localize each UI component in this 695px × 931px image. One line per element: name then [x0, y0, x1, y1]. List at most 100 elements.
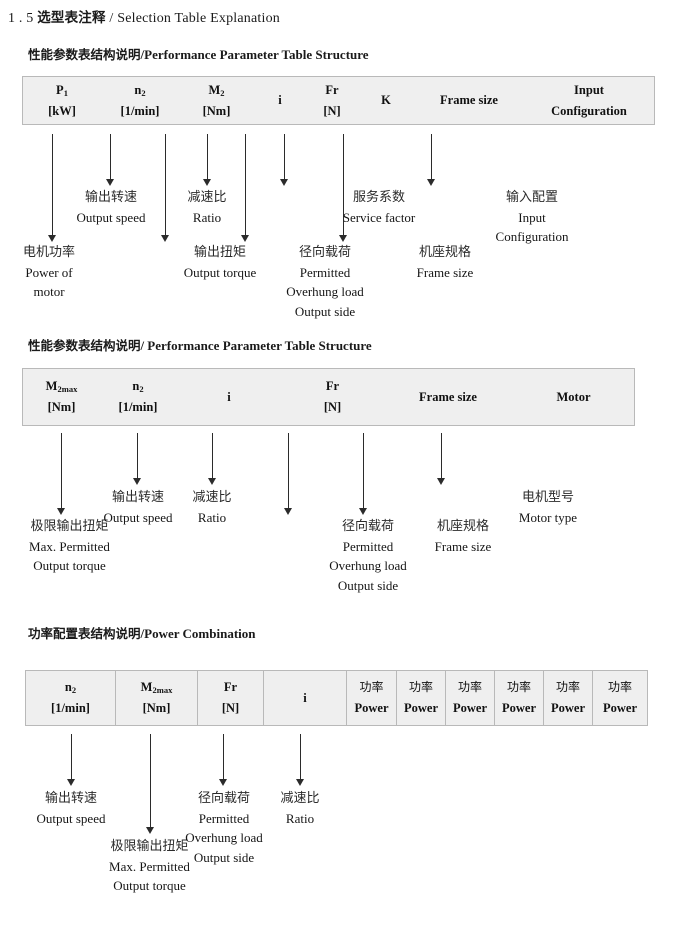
header-cell-power-4: 功率 Power: [494, 671, 543, 725]
header-cell-power-4-en: Power: [501, 700, 536, 715]
power-combination-table: n2 [1/min] M2max [Nm] Fr [N] i 功率 Power …: [25, 670, 648, 726]
callout-ratio-2-cn: 减速比: [192, 490, 232, 505]
callout-ratio-en-1: Ratio: [192, 209, 222, 225]
callout-overhung-load-2-en-3: Output side: [337, 577, 399, 593]
header-cell-m2max-t3-unit: [Nm]: [142, 701, 171, 715]
header-cell-n2-t3-subscript: 2: [71, 685, 77, 696]
callout-ratio-3-cn: 减速比: [280, 791, 320, 806]
header-cell-power-1: 功率 Power: [346, 671, 396, 725]
callout-max-permitted-cn: 极限输出扭矩: [30, 519, 109, 534]
callout-frame-size-en-1: Frame size: [416, 264, 474, 280]
arrow-to-max-permitted-output-torque: [56, 433, 67, 515]
header-cell-m2max-unit: [Nm]: [47, 400, 76, 414]
callout-power-of-motor-en-2: motor: [33, 284, 65, 299]
header-cell-i-t2-symbol: i: [227, 389, 231, 404]
callout-output-speed-2: 输出转速 Output speed: [79, 488, 197, 527]
arrow-to-ratio: [202, 134, 213, 186]
callout-output-speed-2-en-1: Output speed: [103, 509, 173, 525]
arrow-to-overhung-load-3: [218, 734, 229, 786]
callout-output-torque-en-1: Output torque: [183, 264, 257, 280]
header-cell-power-2-en: Power: [403, 700, 438, 715]
header-cell-motor-t2: Motor: [513, 369, 634, 425]
section-2-heading-cn: 性能参数表结构说明: [28, 338, 141, 353]
callout-input-configuration-en-2: Configuration: [495, 229, 569, 244]
callout-power-of-motor: 电机功率 Power of motor: [7, 243, 91, 302]
section-3-heading: 功率配置表结构说明/Power Combination: [28, 623, 256, 642]
arrow-to-power-of-motor: [47, 134, 58, 242]
arrow-to-overhung-load-2: [283, 433, 294, 515]
callout-ratio-2-en-1: Ratio: [197, 509, 227, 525]
header-cell-n2-t2-symbol: n: [132, 379, 140, 394]
callout-output-speed: 输出转速 Output speed: [52, 188, 170, 227]
header-cell-frame-size: Frame size: [414, 77, 524, 124]
header-cell-n2-t3-symbol: n: [64, 680, 72, 695]
callout-max-permitted-en-2: Output torque: [33, 558, 106, 573]
header-cell-power-5: 功率 Power: [543, 671, 592, 725]
arrow-to-motor-type: [436, 433, 447, 485]
header-cell-m2max: M2max [Nm]: [23, 369, 100, 425]
header-cell-i-t3: i: [263, 671, 346, 725]
callout-overhung-load-2-cn: 径向载荷: [341, 519, 394, 534]
callout-service-factor: 服务系数 Service factor: [325, 188, 433, 227]
header-cell-fr-t2-unit: [N]: [323, 400, 342, 414]
header-cell-fr-t3-unit: [N]: [221, 701, 240, 715]
header-cell-n2-t2-subscript: 2: [139, 384, 144, 395]
header-cell-m2max-symbol: M: [45, 379, 58, 394]
callout-motor-type-en-1: Motor type: [518, 509, 578, 525]
header-cell-input-configuration: Input Configuration: [524, 77, 654, 124]
section-2-heading-en: Performance Parameter Table Structure: [147, 338, 372, 353]
header-cell-power-5-cn: 功率: [555, 679, 580, 694]
header-cell-m2max-t3: M2max [Nm]: [115, 671, 197, 725]
header-cell-i-symbol: i: [278, 93, 282, 108]
callout-overhung-load-3: 径向载荷 Permitted Overhung load Output side: [167, 789, 281, 867]
header-cell-power-1-en: Power: [354, 700, 389, 715]
header-cell-p1-subscript: 1: [63, 87, 68, 98]
header-cell-power-3-en: Power: [452, 700, 487, 715]
callout-overhung-load-2-en-2: Overhung load: [329, 558, 407, 573]
header-cell-frame-size-t2-label: Frame size: [419, 389, 477, 404]
header-cell-i-t2: i: [176, 369, 282, 425]
section-title-separator: /: [109, 11, 114, 26]
header-cell-i-t3-symbol: i: [303, 690, 307, 705]
callout-power-of-motor-cn: 电机功率: [22, 245, 75, 260]
callout-service-factor-en-1: Service factor: [342, 209, 416, 225]
header-cell-motor-t2-label: Motor: [556, 389, 591, 404]
header-cell-power-3: 功率 Power: [445, 671, 494, 725]
section-title-cn: 选型表注释: [37, 10, 106, 26]
callout-ratio-2: 减速比 Ratio: [173, 488, 251, 527]
callout-overhung-load-3-en-1: Permitted: [198, 810, 250, 826]
header-cell-m2-unit: [Nm]: [202, 103, 231, 118]
callout-overhung-load-3-en-3: Output side: [193, 849, 255, 865]
page-title: 1 . 5 选型表注释 / Selection Table Explanatio…: [8, 6, 280, 27]
header-cell-power-6-en: Power: [602, 700, 637, 715]
header-cell-fr-symbol: Fr: [325, 82, 339, 97]
callout-output-torque: 输出扭矩 Output torque: [161, 243, 279, 282]
section-1-heading-sep: /: [140, 47, 145, 62]
callout-ratio-3: 减速比 Ratio: [261, 789, 339, 828]
arrow-to-output-torque: [160, 134, 171, 242]
callout-overhung-load-cn: 径向载荷: [298, 245, 351, 260]
section-2-heading-sep: /: [140, 338, 145, 353]
arrow-to-service-factor: [279, 134, 290, 186]
callout-max-permitted-3-cn: 极限输出扭矩: [110, 839, 189, 854]
header-cell-input-line2: Configuration: [551, 103, 627, 118]
callout-service-factor-cn: 服务系数: [352, 190, 405, 205]
header-cell-n2-t3: n2 [1/min]: [26, 671, 115, 725]
callout-overhung-load-3-en-2: Overhung load: [185, 830, 263, 845]
callout-input-configuration-cn: 输入配置: [505, 190, 558, 205]
header-cell-n2-subscript: 2: [141, 87, 146, 98]
header-cell-frame-size-t2: Frame size: [383, 369, 513, 425]
header-cell-fr-t2-symbol: Fr: [325, 379, 340, 394]
header-cell-power-2: 功率 Power: [396, 671, 445, 725]
callout-overhung-load: 径向载荷 Permitted Overhung load Output side: [268, 243, 382, 321]
header-cell-k: K: [358, 77, 414, 124]
callout-overhung-load-en-2: Overhung load: [286, 284, 364, 299]
section-number: 1 . 5: [8, 11, 34, 26]
callout-ratio-cn: 减速比: [187, 190, 227, 205]
header-cell-power-3-cn: 功率: [457, 679, 482, 694]
section-title-en: Selection Table Explanation: [117, 11, 280, 26]
section-2-heading: 性能参数表结构说明/ Performance Parameter Table S…: [28, 335, 372, 354]
callout-max-permitted-output-torque: 极限输出扭矩 Max. Permitted Output torque: [13, 517, 126, 576]
arrow-to-frame-size: [338, 134, 349, 242]
callout-output-speed-cn: 输出转速: [84, 190, 137, 205]
